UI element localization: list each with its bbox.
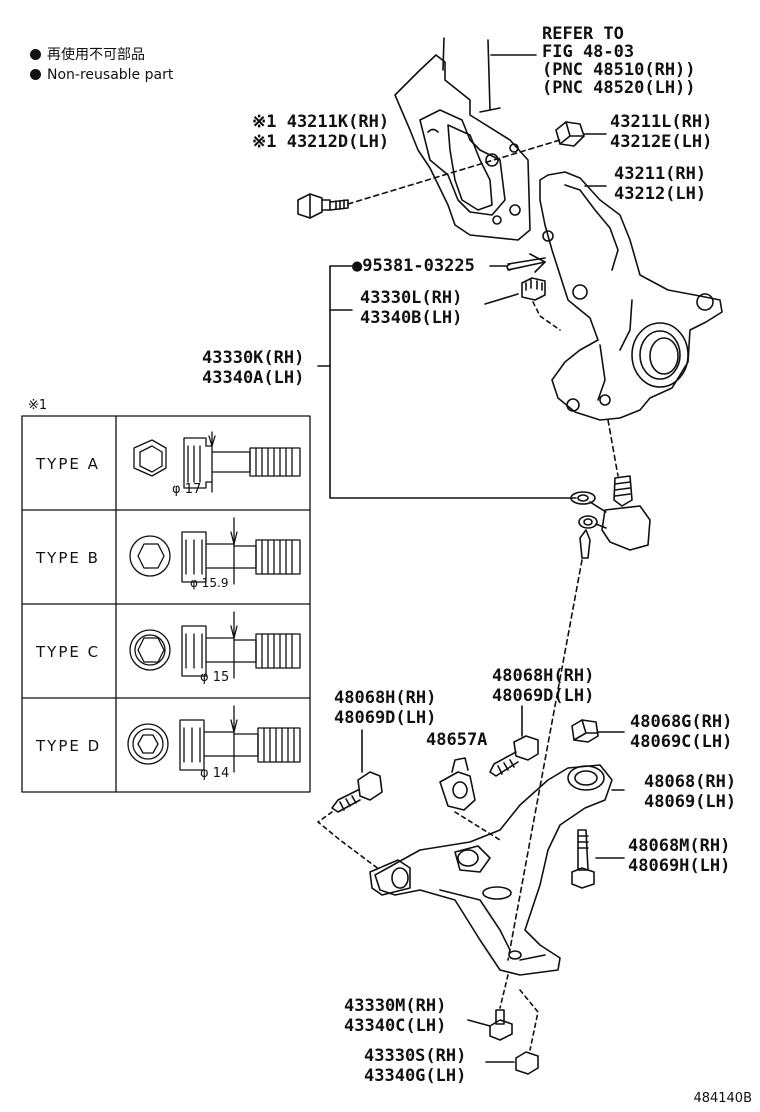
bolt-43211k-drawing	[297, 193, 349, 219]
part-label-43340c: 43340C(LH)	[344, 1016, 447, 1036]
legend-en: Non-reusable part	[30, 66, 173, 84]
type-b-label: TYPE B	[36, 549, 100, 567]
part-label-48068h-top: 48068H(RH)	[492, 666, 595, 686]
steering-knuckle-drawing	[539, 171, 723, 421]
nut-axis-line	[532, 301, 561, 331]
part-label-48657a: 48657A	[426, 730, 488, 750]
lower-control-arm-drawing	[369, 764, 613, 976]
bracket-48657a-drawing	[439, 757, 476, 811]
balljoint-axis-top	[607, 419, 619, 477]
type-c-label: TYPE C	[36, 643, 101, 661]
part-label-43330s: 43330S(RH)	[364, 1046, 467, 1066]
refer-line1: REFER TO	[542, 24, 624, 44]
bullet-icon	[30, 49, 41, 60]
leader-balljoint-bracket	[329, 265, 577, 499]
part-label-43340b: 43340B(LH)	[360, 308, 463, 328]
legend-jp: 再使用不可部品	[30, 46, 145, 64]
strut-bracket-drawing	[394, 37, 531, 241]
type-a-label: TYPE A	[36, 455, 100, 473]
bullet-icon	[30, 69, 41, 80]
bottom-axis-1	[499, 974, 509, 1009]
part-label-43211: 43211(RH)	[614, 164, 707, 184]
type-b-diameter: φ 15.9	[190, 576, 229, 590]
part-label-48069: 48069(LH)	[644, 792, 737, 812]
legend-en-text: Non-reusable part	[47, 67, 174, 83]
type-d-diameter: φ 14	[200, 766, 230, 781]
bolt-48068h-top-drawing	[489, 735, 539, 777]
part-label-43212d: ※1 43212D(LH)	[252, 132, 390, 152]
bolt-48068m-drawing	[571, 829, 595, 889]
part-label-48068m: 48068M(RH)	[628, 836, 731, 856]
refer-line2: FIG 48-03	[542, 42, 635, 62]
part-label-48068: 48068(RH)	[644, 772, 737, 792]
part-label-48069h: 48069H(LH)	[628, 856, 731, 876]
part-label-43330m: 43330M(RH)	[344, 996, 447, 1016]
table-note-marker: ※1	[28, 398, 48, 413]
nut-43330s-drawing	[515, 1051, 539, 1075]
type-c-diameter: φ 15	[200, 670, 230, 685]
part-label-43212e: 43212E(LH)	[610, 132, 713, 152]
part-label-43340g: 43340G(LH)	[364, 1066, 467, 1086]
nut-48068g-drawing	[571, 719, 599, 743]
part-label-cotter-pin: ●95381-03225	[352, 256, 475, 276]
refer-line3: (PNC 48510(RH))	[542, 60, 696, 80]
part-label-48068h-left: 48068H(RH)	[334, 688, 437, 708]
part-label-43340a: 43340A(LH)	[202, 368, 305, 388]
balljoint-axis-down	[507, 559, 583, 961]
figure-id: 484140B	[693, 1091, 752, 1106]
part-label-48069d-top: 48069D(LH)	[492, 686, 595, 706]
ball-joint-drawing	[570, 475, 651, 559]
nut-43211l-drawing	[555, 121, 585, 147]
bolt-axis-line	[347, 139, 561, 205]
bolt-48068h-left-drawing	[331, 771, 383, 813]
type-a-diameter: φ 17	[172, 482, 202, 497]
types-table-frame	[21, 415, 311, 793]
part-label-48068g: 48068G(RH)	[630, 712, 733, 732]
type-c-drawing	[129, 611, 301, 679]
refer-line4: (PNC 48520(LH))	[542, 78, 696, 98]
part-label-43330l: 43330L(RH)	[360, 288, 463, 308]
part-label-43211l: 43211L(RH)	[610, 112, 713, 132]
part-label-43330k: 43330K(RH)	[202, 348, 305, 368]
part-label-43212: 43212(LH)	[614, 184, 707, 204]
castle-nut-drawing	[521, 277, 546, 301]
part-label-48069d-left: 48069D(LH)	[334, 708, 437, 728]
bolt-left-axis	[317, 811, 381, 871]
cotter-pin-drawing	[506, 253, 546, 273]
type-a-drawing	[133, 431, 301, 493]
part-label-43211k: ※1 43211K(RH)	[252, 112, 390, 132]
leader-bolt-330m	[467, 1019, 491, 1027]
bottom-axis-2	[519, 989, 539, 1051]
bracket-axis	[454, 811, 501, 841]
bolt-43330m-drawing	[489, 1009, 513, 1041]
type-b-drawing	[129, 517, 301, 585]
part-label-48069c: 48069C(LH)	[630, 732, 733, 752]
legend-jp-text: 再使用不可部品	[47, 47, 145, 63]
type-d-drawing	[127, 705, 301, 773]
type-d-label: TYPE D	[36, 737, 102, 755]
leader-castle-nut	[484, 293, 519, 305]
